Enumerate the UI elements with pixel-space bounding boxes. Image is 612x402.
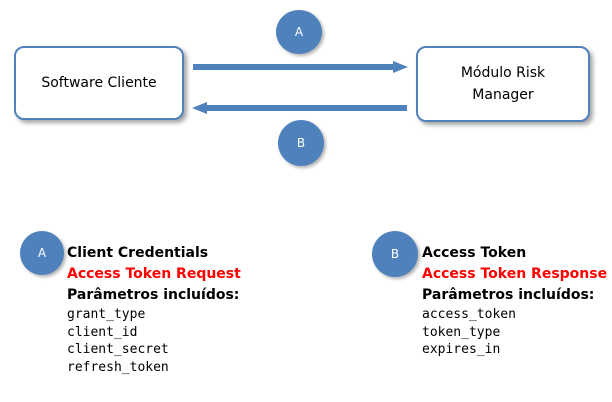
param-item: access_token — [422, 307, 516, 322]
legend-a-title: Client Credentials — [67, 245, 209, 261]
software-cliente-node: Software Cliente — [14, 46, 184, 120]
legend-a-params-list: grant_type client_id client_secret refre… — [67, 306, 241, 376]
param-item: client_id — [67, 324, 138, 340]
legend-a-params-heading: Parâmetros incluídos: — [67, 287, 240, 303]
legend-b-badge: B — [372, 231, 418, 277]
param-item: token_type — [422, 324, 501, 340]
legend-a-badge: A — [20, 231, 64, 275]
software-cliente-label: Software Cliente — [41, 75, 157, 91]
param-item: grant_type — [67, 307, 146, 322]
legend-b-params-list: access_token token_type expires_in — [422, 306, 607, 359]
risk-manager-label-line2: Manager — [472, 87, 534, 103]
legend-b-title: Access Token — [422, 245, 527, 261]
param-item: expires_in — [422, 342, 501, 357]
legend-a-subtitle: Access Token Request — [67, 266, 241, 282]
param-item: client_secret — [67, 342, 169, 357]
flow-a-badge: A — [276, 10, 322, 54]
legend-a-panel: Client Credentials Access Token Request … — [67, 243, 241, 376]
param-item: refresh_token — [67, 359, 169, 375]
flow-b-badge: B — [278, 120, 324, 166]
legend-b-params-heading: Parâmetros incluídos: — [422, 287, 595, 303]
risk-manager-node: Módulo Risk Manager — [416, 46, 590, 122]
legend-b-subtitle: Access Token Response — [422, 266, 608, 282]
legend-b-panel: Access Token Access Token Response Parâm… — [422, 243, 607, 359]
risk-manager-label-line1: Módulo Risk — [460, 65, 546, 81]
arrow-response — [192, 102, 407, 114]
arrow-request — [193, 61, 408, 73]
